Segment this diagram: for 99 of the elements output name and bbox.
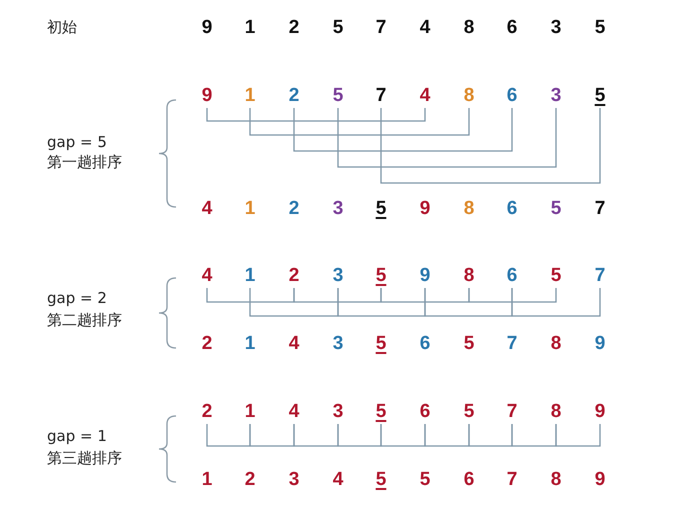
number: 6 xyxy=(503,16,521,40)
number: 1 xyxy=(241,332,259,356)
number: 4 xyxy=(198,264,216,288)
number: 5 xyxy=(547,197,565,221)
number: 2 xyxy=(285,84,303,108)
number: 2 xyxy=(285,16,303,40)
pass-label: 第三趟排序 xyxy=(47,449,122,468)
number: 7 xyxy=(591,264,609,288)
number: 8 xyxy=(460,197,478,221)
gap-label: gap = 5 xyxy=(47,133,107,151)
number: 3 xyxy=(329,332,347,356)
number: 2 xyxy=(198,332,216,356)
number: 1 xyxy=(241,197,259,221)
number: 9 xyxy=(591,400,609,424)
bracket-line xyxy=(424,288,513,317)
number: 5 xyxy=(329,16,347,40)
bracket-line xyxy=(206,424,251,447)
bracket-line xyxy=(511,288,601,317)
number: 4 xyxy=(198,197,216,221)
number: 8 xyxy=(460,264,478,288)
number: 8 xyxy=(547,468,565,492)
number: 9 xyxy=(198,84,216,108)
bracket-line xyxy=(337,288,426,317)
number: 4 xyxy=(285,400,303,424)
bracket-line xyxy=(380,108,601,184)
number: 6 xyxy=(503,197,521,221)
number: 5 xyxy=(372,468,390,492)
bracket-line xyxy=(337,108,557,168)
number: 4 xyxy=(329,468,347,492)
number: 3 xyxy=(329,197,347,221)
bracket-line xyxy=(249,288,339,317)
number: 1 xyxy=(241,400,259,424)
number: 5 xyxy=(372,332,390,356)
number: 6 xyxy=(416,332,434,356)
bracket-line xyxy=(206,108,426,122)
number: 8 xyxy=(460,84,478,108)
number: 9 xyxy=(416,197,434,221)
pass-label: 第二趟排序 xyxy=(47,311,122,330)
number: 7 xyxy=(503,400,521,424)
number: 6 xyxy=(416,400,434,424)
number: 7 xyxy=(503,468,521,492)
number: 5 xyxy=(460,332,478,356)
bracket-line xyxy=(293,288,382,303)
bracket-line xyxy=(468,288,557,303)
number: 6 xyxy=(503,264,521,288)
pass-label: 第一趟排序 xyxy=(47,153,122,172)
bracket-line xyxy=(555,424,601,447)
number: 6 xyxy=(460,468,478,492)
number: 5 xyxy=(372,197,390,221)
number: 3 xyxy=(329,400,347,424)
number: 4 xyxy=(285,332,303,356)
number: 1 xyxy=(241,16,259,40)
number: 5 xyxy=(591,84,609,108)
number: 7 xyxy=(503,332,521,356)
bracket-line xyxy=(249,424,295,447)
number: 2 xyxy=(285,264,303,288)
number: 3 xyxy=(547,84,565,108)
number: 8 xyxy=(547,400,565,424)
bracket-line xyxy=(293,424,339,447)
bracket-line xyxy=(424,424,470,447)
bracket-line xyxy=(249,108,470,136)
number: 7 xyxy=(372,84,390,108)
number: 2 xyxy=(198,400,216,424)
number: 3 xyxy=(329,264,347,288)
number: 8 xyxy=(460,16,478,40)
bracket-line xyxy=(468,424,513,447)
number: 3 xyxy=(547,16,565,40)
number: 1 xyxy=(198,468,216,492)
number: 2 xyxy=(285,197,303,221)
number: 5 xyxy=(372,400,390,424)
number: 3 xyxy=(285,468,303,492)
number: 9 xyxy=(416,264,434,288)
bracket-line xyxy=(511,424,557,447)
number: 5 xyxy=(329,84,347,108)
row-label: 初始 xyxy=(47,18,77,37)
number: 9 xyxy=(198,16,216,40)
number: 7 xyxy=(591,197,609,221)
number: 5 xyxy=(547,264,565,288)
number: 5 xyxy=(460,400,478,424)
number: 5 xyxy=(416,468,434,492)
bracket-line xyxy=(206,288,295,303)
number: 5 xyxy=(372,264,390,288)
bracket-line xyxy=(293,108,513,152)
number: 6 xyxy=(503,84,521,108)
number: 2 xyxy=(241,468,259,492)
number: 1 xyxy=(241,264,259,288)
number: 1 xyxy=(241,84,259,108)
gap-label: gap = 2 xyxy=(47,289,107,307)
number: 4 xyxy=(416,84,434,108)
number: 9 xyxy=(591,468,609,492)
bracket-line xyxy=(380,424,426,447)
number: 4 xyxy=(416,16,434,40)
number: 7 xyxy=(372,16,390,40)
number: 8 xyxy=(547,332,565,356)
gap-label: gap = 1 xyxy=(47,427,107,445)
number: 5 xyxy=(591,16,609,40)
bracket-line xyxy=(380,288,470,303)
number: 9 xyxy=(591,332,609,356)
bracket-line xyxy=(337,424,382,447)
